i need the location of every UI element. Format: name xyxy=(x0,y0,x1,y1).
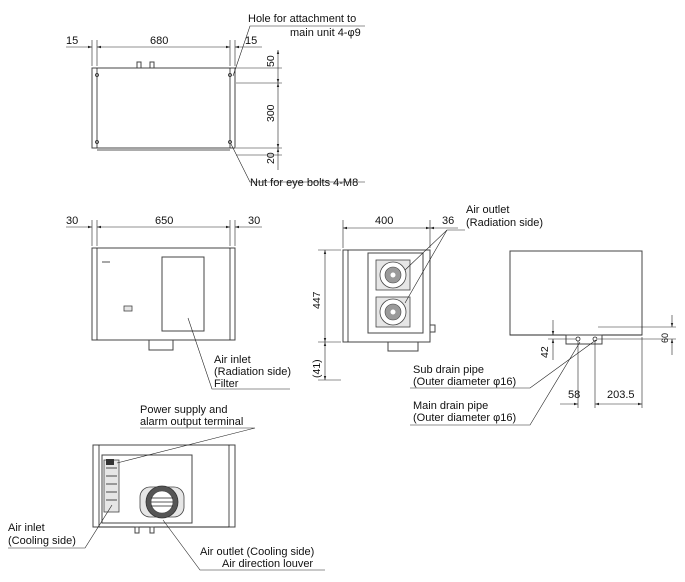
side-note-outlet-line2: (Radiation side) xyxy=(466,217,543,229)
note-sub-drain-line2: (Outer diameter φ16) xyxy=(413,376,516,388)
side-dim-lower: (41) xyxy=(311,359,323,378)
note-hole-line1: Hole for attachment to xyxy=(248,13,356,25)
note-main-drain-line2: (Outer diameter φ16) xyxy=(413,412,516,424)
top-dim-right: 15 xyxy=(245,35,257,47)
note-sub-drain-line1: Sub drain pipe xyxy=(413,364,484,376)
note-hole-line2: main unit 4-φ9 xyxy=(290,27,361,39)
side-dim-offset: 36 xyxy=(442,215,454,227)
cooling-outlet-louver xyxy=(139,485,185,519)
rear-dim-60: 60 xyxy=(660,333,670,343)
note-power-line1: Power supply and xyxy=(140,404,227,416)
note-main-drain-line1: Main drain pipe xyxy=(413,400,488,412)
rear-dim-42: 42 xyxy=(539,346,551,358)
bottom-note-outlet-line1: Air outlet (Cooling side) xyxy=(200,546,314,558)
front-dim-right: 30 xyxy=(248,215,260,227)
side-fan-lower xyxy=(375,296,411,328)
top-dim-20: 20 xyxy=(265,152,277,164)
side-note-outlet-line1: Air outlet xyxy=(466,204,509,216)
terminal-block xyxy=(103,459,120,513)
front-note-inlet-line1: Air inlet xyxy=(214,354,251,366)
note-nut: Nut for eye bolts 4-M8 xyxy=(250,177,358,189)
side-fan-upper xyxy=(375,259,411,291)
side-dim-height: 447 xyxy=(311,291,323,309)
front-note-inlet-line2: (Radiation side) xyxy=(214,366,291,378)
front-note-inlet-line3: Filter xyxy=(214,378,239,390)
rear-dim-58: 58 xyxy=(568,389,580,401)
rear-view-body xyxy=(509,250,643,336)
top-dim-left: 15 xyxy=(66,35,78,47)
top-dim-50: 50 xyxy=(265,55,277,67)
bottom-note-inlet-line2: (Cooling side) xyxy=(8,535,76,547)
note-power-line2: alarm output terminal xyxy=(140,416,243,428)
rear-dim-203-5: 203.5 xyxy=(607,389,635,401)
front-dim-left: 30 xyxy=(66,215,78,227)
top-dim-width: 680 xyxy=(150,35,168,47)
top-view-body xyxy=(91,67,236,149)
front-view xyxy=(66,220,290,390)
bottom-view xyxy=(8,427,325,571)
rear-view xyxy=(410,250,676,426)
front-filter-panel xyxy=(161,256,205,332)
front-dim-width: 650 xyxy=(155,215,173,227)
top-view xyxy=(66,25,365,183)
side-view xyxy=(318,220,465,381)
bottom-note-inlet-line1: Air inlet xyxy=(8,522,45,534)
side-dim-width: 400 xyxy=(375,215,393,227)
top-dim-300: 300 xyxy=(265,104,277,122)
bottom-note-outlet-line2: Air direction louver xyxy=(222,558,313,570)
